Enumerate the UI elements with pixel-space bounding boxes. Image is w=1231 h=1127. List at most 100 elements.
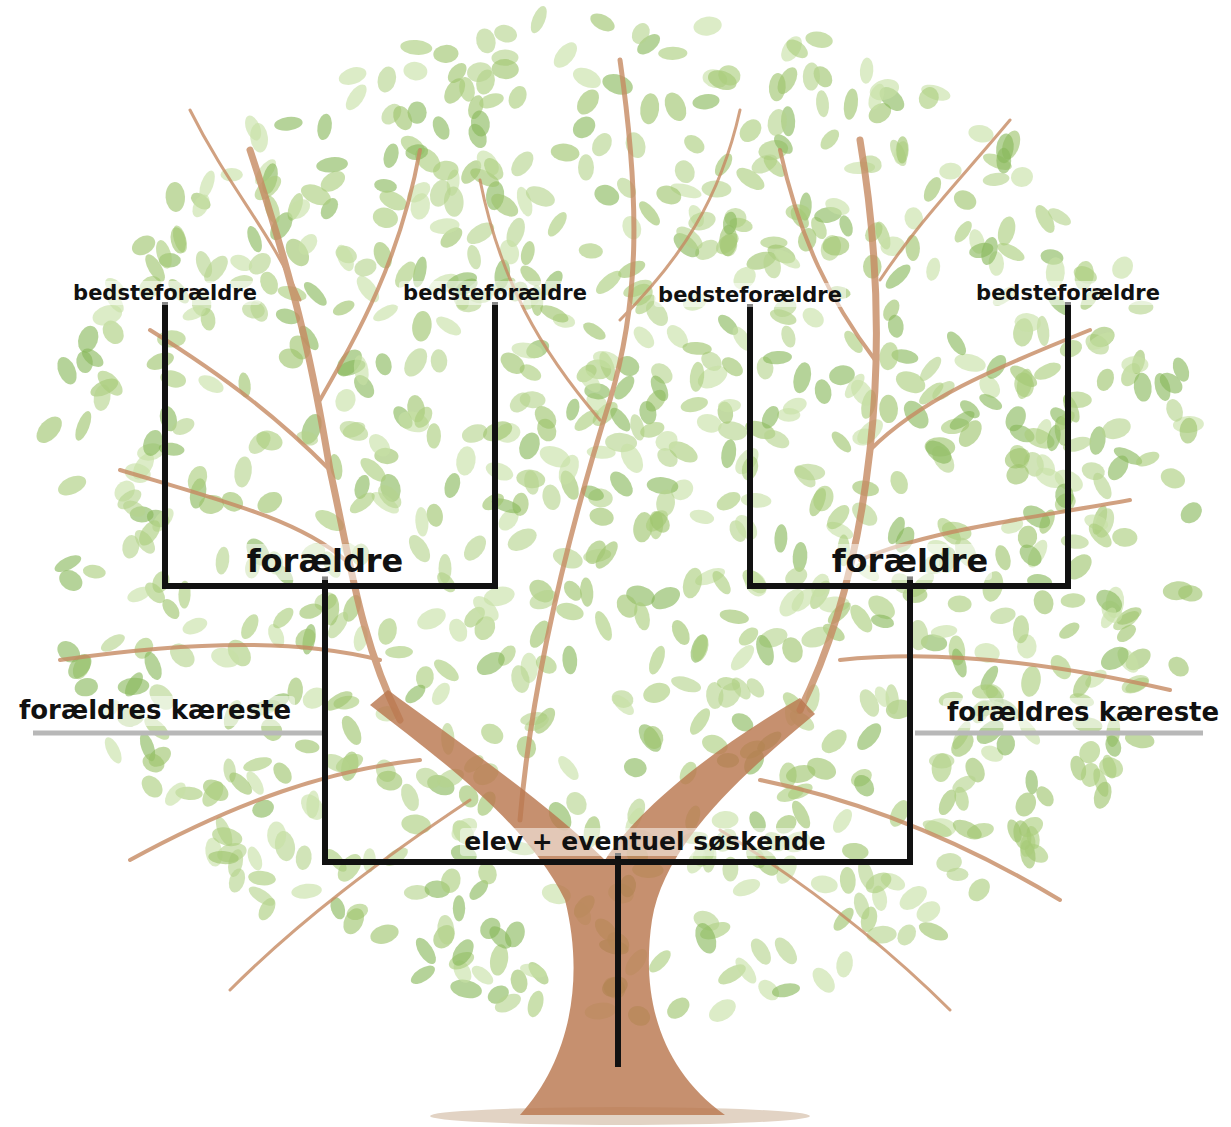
leaf [709, 568, 734, 597]
leaf [170, 415, 197, 438]
leaf [208, 850, 239, 865]
leaf [648, 583, 684, 614]
leaf [977, 391, 1005, 414]
leaf [491, 58, 520, 80]
leaf [540, 483, 562, 512]
label-text: bedsteforældre [69, 281, 261, 305]
leaf [385, 645, 413, 658]
leaf [823, 195, 852, 219]
tree-trunk [370, 690, 815, 1115]
leaf [439, 554, 452, 583]
leaf [622, 130, 648, 161]
leaf [686, 705, 714, 738]
label-text: bedsteforældre [972, 281, 1164, 305]
leaf [295, 845, 313, 871]
family-connector [618, 580, 910, 862]
leaf [1019, 664, 1043, 698]
leaf [554, 600, 585, 623]
leaf [878, 341, 901, 371]
branch [150, 330, 330, 470]
leaf [853, 719, 886, 754]
leaf [430, 349, 448, 373]
leaf [75, 323, 102, 355]
leaf [905, 235, 920, 262]
student-label: elev + eventuel søskende [460, 828, 830, 856]
leaf [405, 531, 435, 565]
leaf [1098, 605, 1120, 631]
leaf [859, 57, 874, 84]
leaf [295, 230, 321, 258]
leaf [822, 236, 849, 257]
leaf [373, 351, 394, 377]
leaf [790, 361, 813, 395]
leaf [771, 981, 801, 999]
partner-label: forældres kæreste [943, 698, 1223, 727]
leaf [1108, 253, 1137, 283]
leaf [768, 72, 787, 102]
leaf [457, 75, 477, 103]
leaf [592, 267, 625, 298]
leaf [770, 934, 801, 968]
leaf [592, 538, 622, 572]
leaf [834, 950, 854, 979]
leaf [719, 438, 738, 469]
leaf [519, 240, 537, 267]
leaf [1031, 588, 1056, 616]
leaf [671, 157, 698, 186]
leaf [73, 676, 99, 699]
leaf [879, 394, 899, 423]
partner-line [33, 731, 323, 736]
leaf [55, 472, 89, 500]
leaf [995, 215, 1018, 248]
leaf [32, 412, 67, 448]
leaf [1054, 483, 1075, 509]
leaf [165, 639, 199, 672]
leaf [688, 361, 705, 392]
leaf [872, 684, 893, 709]
leaf [1176, 498, 1206, 527]
branch [230, 800, 470, 990]
leaf [316, 113, 334, 141]
leaf [808, 964, 839, 997]
leaf [381, 844, 411, 870]
leaf [740, 492, 772, 509]
leaf [903, 206, 925, 231]
leaf [1132, 372, 1153, 403]
leaf [135, 517, 165, 550]
leaf [647, 373, 672, 404]
leaf [214, 546, 231, 575]
leaf [245, 845, 265, 873]
leaf [476, 914, 505, 943]
leaf [270, 604, 297, 632]
leaf [607, 404, 635, 434]
leaf [714, 488, 744, 514]
leaf [1018, 832, 1037, 858]
leaf [141, 251, 168, 285]
leaf [915, 84, 942, 113]
leaf [727, 641, 758, 674]
leaf [534, 416, 560, 445]
leaf [1096, 754, 1126, 781]
leaf [794, 463, 826, 482]
leaf [375, 769, 404, 793]
leaf [982, 171, 1010, 187]
leaf [829, 806, 856, 836]
leaf [588, 506, 615, 528]
leaf [722, 211, 738, 235]
leaf [924, 256, 942, 282]
label-text: bedsteforældre [399, 281, 591, 305]
leaf [632, 601, 653, 632]
leaf [333, 242, 357, 273]
leaf [228, 252, 255, 275]
leaf [1060, 533, 1089, 550]
label-text: forældre [828, 544, 993, 580]
leaf [578, 242, 603, 259]
leaf [1121, 356, 1148, 373]
leaf [813, 378, 834, 405]
leaf [519, 961, 548, 980]
leaf [995, 239, 1028, 265]
partner-label: forældres kæreste [15, 696, 295, 725]
leaf [609, 691, 637, 718]
leaf [979, 235, 1001, 267]
